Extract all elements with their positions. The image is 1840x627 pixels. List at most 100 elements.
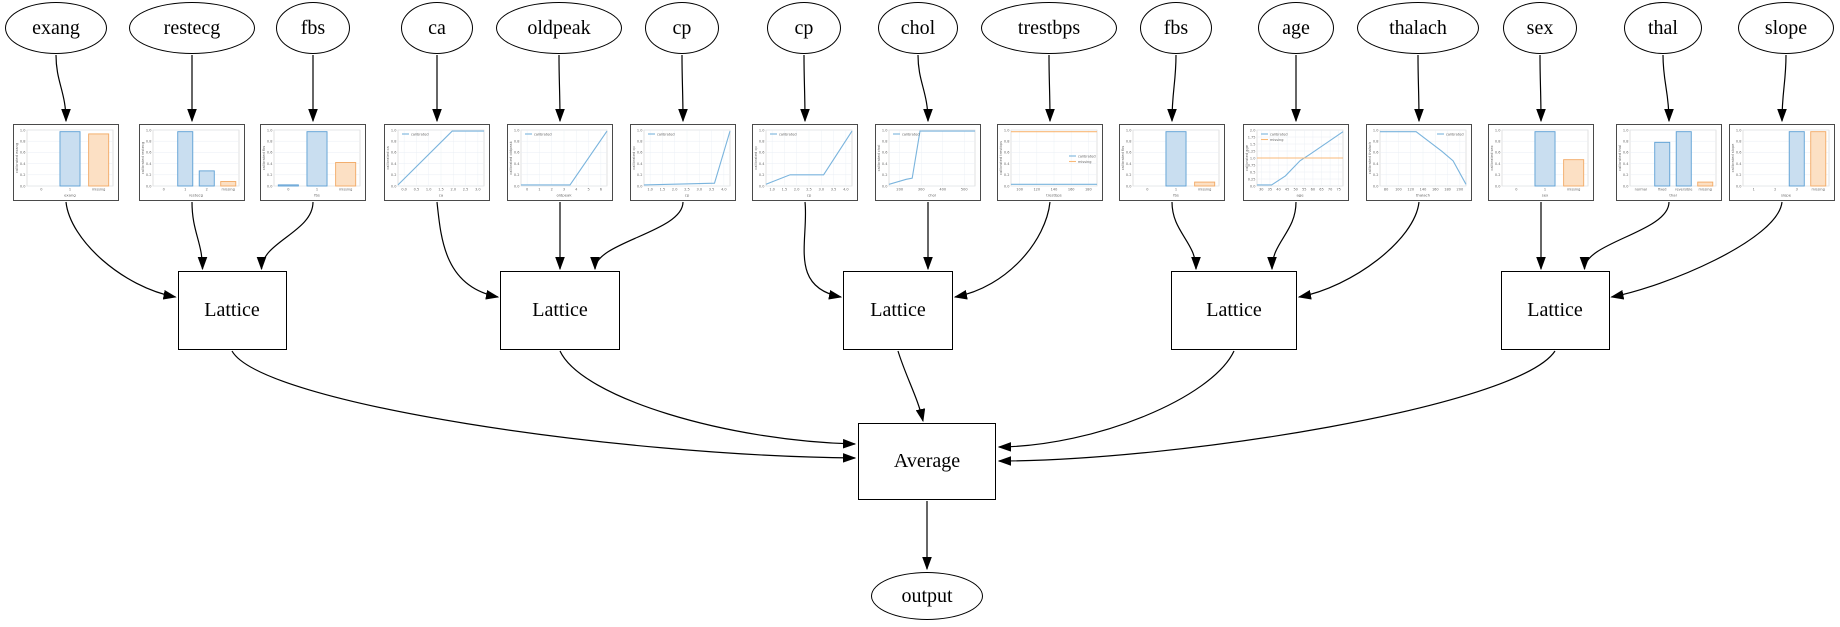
x-tick-label: missing bbox=[92, 188, 105, 192]
x-tick-label: 140 bbox=[1420, 188, 1427, 192]
y-tick-label: 0.0 bbox=[391, 184, 397, 188]
average-label: Average bbox=[893, 450, 961, 472]
y-tick-label: 0.5 bbox=[1250, 170, 1256, 174]
x-tick-label: 0 bbox=[1146, 188, 1148, 192]
y-axis-label: calibrated cp bbox=[632, 146, 636, 170]
feature-label: ca bbox=[428, 16, 446, 39]
x-tick-label: 3.0 bbox=[696, 188, 702, 192]
y-tick-label: 0.8 bbox=[514, 140, 520, 144]
edge-arrow bbox=[1662, 54, 1674, 123]
x-tick-label: missing bbox=[1699, 188, 1712, 192]
edge-arrow bbox=[65, 201, 177, 300]
legend-label: calibrated bbox=[779, 132, 797, 136]
output-label: output bbox=[901, 584, 953, 607]
feature-label: fbs bbox=[1163, 16, 1189, 39]
feature-label: oldpeak bbox=[527, 16, 591, 39]
x-tick-label: 70 bbox=[1328, 188, 1332, 192]
legend-label: calibrated bbox=[1078, 154, 1096, 158]
feature-label: chol bbox=[900, 16, 936, 39]
y-tick-label: 0.75 bbox=[1248, 163, 1256, 167]
x-axis-label: restecg bbox=[189, 193, 204, 198]
x-tick-label: 0 bbox=[526, 188, 528, 192]
edge-arrow bbox=[55, 54, 71, 123]
y-tick-label: 0.8 bbox=[759, 140, 765, 144]
y-tick-label: 0.6 bbox=[1373, 151, 1379, 155]
x-tick-label: 1.5 bbox=[438, 188, 444, 192]
y-axis-label: calibrated slope bbox=[1731, 143, 1735, 173]
edge-arrow bbox=[191, 201, 208, 271]
y-tick-label: 0.6 bbox=[1495, 151, 1501, 155]
y-axis-label: calibrated trestbps bbox=[999, 141, 1003, 175]
x-tick-label: 1 bbox=[538, 188, 540, 192]
x-tick-label: 80 bbox=[1384, 188, 1388, 192]
y-axis-label: calibrated fbs bbox=[1121, 146, 1125, 171]
y-tick-label: 0.8 bbox=[267, 140, 273, 144]
x-axis-label: thal bbox=[1669, 193, 1676, 198]
feature-node-cp: cp bbox=[767, 2, 841, 54]
x-tick-label: 3.0 bbox=[818, 188, 824, 192]
y-tick-label: 0.8 bbox=[1373, 140, 1379, 144]
feature-node-oldpeak: oldpeak bbox=[496, 2, 622, 54]
y-tick-label: 0.0 bbox=[1623, 184, 1629, 188]
x-tick-label: missing bbox=[222, 188, 235, 192]
y-axis-label: calibrated sex bbox=[1490, 144, 1494, 170]
x-tick-label: 35 bbox=[1268, 188, 1272, 192]
x-tick-label: 120 bbox=[1033, 188, 1040, 192]
feature-label: exang bbox=[32, 16, 80, 39]
lattice-node-5: Lattice bbox=[1500, 271, 1610, 350]
y-axis-label: calibrated chol bbox=[877, 145, 881, 172]
x-tick-label: 30 bbox=[1259, 188, 1263, 192]
y-tick-label: 0.2 bbox=[759, 173, 765, 177]
x-tick-label: 180 bbox=[1444, 188, 1451, 192]
legend-label: calibrated bbox=[1270, 132, 1288, 136]
legend-label: calibrated bbox=[411, 132, 429, 136]
x-tick-label: 400 bbox=[939, 188, 946, 192]
y-tick-label: 0.0 bbox=[637, 184, 643, 188]
average-node: Average bbox=[858, 423, 996, 500]
x-tick-label: 3.0 bbox=[475, 188, 481, 192]
y-tick-label: 1.0 bbox=[20, 128, 26, 132]
edge-arrow bbox=[590, 201, 684, 271]
x-tick-label: 0 bbox=[287, 188, 289, 192]
edge-arrow bbox=[678, 54, 688, 123]
y-tick-label: 0.0 bbox=[759, 184, 765, 188]
y-tick-label: 0.6 bbox=[759, 151, 765, 155]
x-tick-label: 2.0 bbox=[450, 188, 456, 192]
x-tick-label: 0 bbox=[163, 188, 165, 192]
x-tick-label: 2 bbox=[206, 188, 208, 192]
edge-arrow bbox=[800, 54, 810, 123]
edge-arrow bbox=[1414, 54, 1424, 123]
x-tick-label: 2.0 bbox=[672, 188, 678, 192]
y-axis-label: calibrated cp bbox=[754, 146, 758, 170]
x-tick-label: 4 bbox=[575, 188, 578, 192]
x-tick-label: 1 bbox=[316, 188, 318, 192]
y-tick-label: 0.0 bbox=[882, 184, 888, 188]
feature-label: thalach bbox=[1389, 16, 1447, 39]
x-tick-label: 300 bbox=[918, 188, 925, 192]
edge-arrow bbox=[953, 201, 1051, 300]
lattice-label: Lattice bbox=[204, 299, 260, 321]
feature-label: restecg bbox=[163, 16, 221, 39]
feature-label: cp bbox=[794, 16, 814, 39]
y-tick-label: 1.0 bbox=[1373, 128, 1379, 132]
x-tick-label: 1.0 bbox=[647, 188, 653, 192]
y-axis-label: calibrated oldpeak bbox=[509, 140, 513, 174]
y-tick-label: 0.4 bbox=[391, 162, 397, 166]
feature-node-restecg: restecg bbox=[129, 2, 255, 54]
edge-arrow bbox=[897, 350, 926, 423]
x-tick-label: 200 bbox=[1457, 188, 1464, 192]
y-tick-label: 0.8 bbox=[391, 140, 397, 144]
y-tick-label: 1.0 bbox=[146, 128, 152, 132]
y-tick-label: 1.0 bbox=[1250, 156, 1256, 160]
y-tick-label: 0.2 bbox=[20, 173, 26, 177]
x-tick-label: 1 bbox=[69, 188, 71, 192]
y-tick-label: 0.0 bbox=[20, 184, 26, 188]
edge-arrow bbox=[1610, 201, 1783, 300]
x-tick-label: 1.0 bbox=[769, 188, 775, 192]
feature-node-age: age bbox=[1258, 2, 1334, 54]
